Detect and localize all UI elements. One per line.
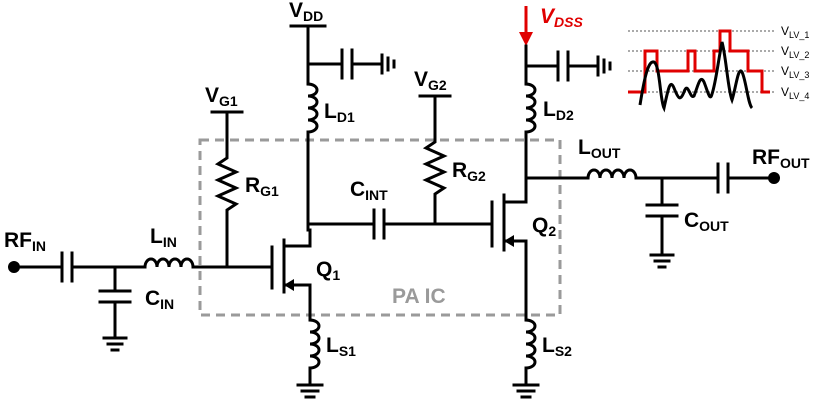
vlv3-label: VLV_3 bbox=[781, 64, 809, 80]
vdss-supply-arrow bbox=[519, 6, 533, 46]
vdss-label: VDSS bbox=[540, 5, 583, 30]
pa-ic-label: PA IC bbox=[392, 285, 446, 308]
vdd-label: VDD bbox=[289, 0, 323, 24]
ls1-label: LS1 bbox=[326, 334, 356, 359]
ls2-inductor bbox=[512, 318, 540, 399]
vdd-bypass-capacitor bbox=[306, 48, 396, 80]
vdss-bypass-capacitor bbox=[524, 50, 612, 82]
rf-envelope-waveform bbox=[638, 41, 754, 113]
q2-transistor bbox=[490, 193, 528, 252]
vg2-label: VG2 bbox=[414, 68, 447, 93]
cint-label: CINT bbox=[350, 178, 388, 203]
cout-label: COUT bbox=[684, 209, 729, 234]
ls2-label: LS2 bbox=[542, 334, 572, 359]
lout-label: LOUT bbox=[578, 136, 621, 161]
lout-inductor bbox=[586, 168, 718, 180]
ld2-inductor bbox=[524, 82, 537, 204]
rg1-resistor bbox=[214, 110, 240, 269]
ld2-label: LD2 bbox=[543, 98, 574, 123]
rfout-label: RFOUT bbox=[752, 146, 810, 171]
lin-inductor bbox=[143, 257, 272, 269]
vlv2-label: VLV_2 bbox=[781, 44, 809, 60]
cin-label: CIN bbox=[145, 287, 174, 312]
cout-capacitor bbox=[645, 176, 679, 269]
supply-waveform-inset: VLV_1 VLV_2 VLV_3 VLV_4 bbox=[628, 24, 809, 113]
q1-label: Q1 bbox=[316, 258, 340, 283]
ls1-inductor bbox=[296, 318, 324, 399]
vlv4-label: VLV_4 bbox=[781, 85, 809, 101]
vg1-label: VG1 bbox=[205, 84, 238, 109]
vlv1-label: VLV_1 bbox=[781, 24, 809, 40]
ld1-inductor bbox=[306, 82, 319, 232]
ld1-label: LD1 bbox=[324, 100, 355, 125]
rg2-resistor bbox=[422, 94, 448, 226]
rf-output-port[interactable] bbox=[768, 172, 780, 184]
envelope-step-waveform bbox=[628, 29, 770, 94]
rg1-label: RG1 bbox=[245, 174, 279, 199]
pa-ic-boundary bbox=[198, 138, 562, 317]
lin-label: LIN bbox=[150, 225, 177, 250]
rfin-label: RFIN bbox=[4, 229, 46, 254]
q1-transistor bbox=[270, 228, 312, 294]
cin-capacitor bbox=[98, 265, 132, 352]
q2-label: Q2 bbox=[532, 214, 556, 239]
rg2-label: RG2 bbox=[452, 159, 486, 184]
